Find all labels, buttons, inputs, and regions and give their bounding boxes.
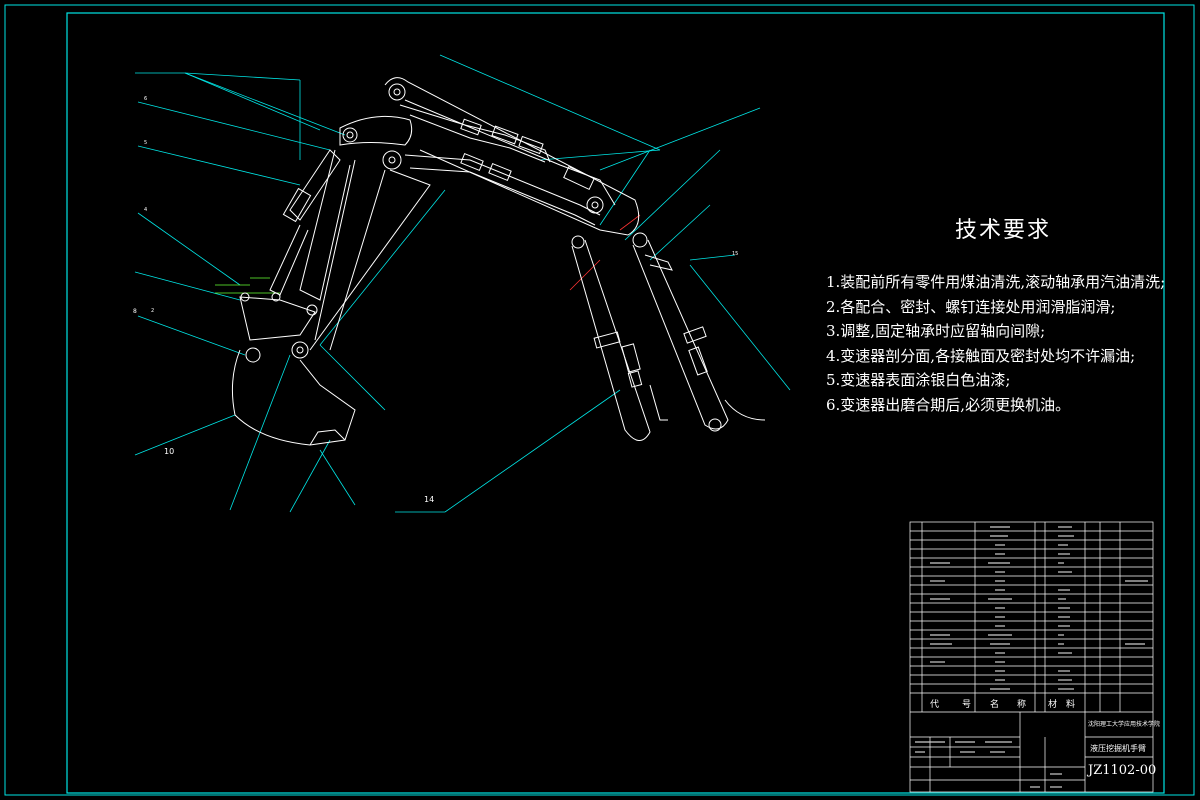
title-block-col-material-2: 料 — [1066, 700, 1076, 710]
title-block-cell-marks — [915, 526, 1148, 788]
tech-requirement-item: 3.调整,固定轴承时应留轴向间隙; — [826, 322, 1046, 340]
part-label-10: 10 — [164, 447, 175, 456]
part-label-6: 6 — [144, 96, 148, 102]
part-label-2: 2 — [151, 308, 155, 314]
excavator-arm-drawing — [231, 77, 766, 446]
tech-requirement-item: 2.各配合、密封、螺钉连接处用润滑脂润滑; — [826, 297, 1116, 316]
tech-requirement-item: 5.变速器表面涂银白色油漆; — [826, 371, 1011, 389]
part-label-15: 15 — [732, 251, 739, 257]
inner-frame — [66, 12, 1165, 794]
red-center-lines — [569, 214, 641, 291]
part-label-14: 14 — [424, 495, 435, 504]
tech-requirement-item: 1.装配前所有零件用煤油清洗,滚动轴承用汽油清洗; — [826, 273, 1166, 291]
title-block-col-code-1: 代 — [930, 700, 940, 710]
title-block-col-code-2: 号 — [962, 700, 972, 710]
title-block-col-name-1: 名 — [990, 700, 1000, 710]
outer-frame — [4, 4, 1195, 796]
title-block-school: 沈阳理工大学应用技术学院 — [1088, 721, 1161, 728]
part-label-5: 5 — [144, 140, 148, 146]
title-block-col-name-2: 称 — [1017, 700, 1027, 710]
title-block-drawing-number: JZ1102-00 — [1088, 763, 1157, 778]
title-block-col-material-1: 材 — [1048, 700, 1058, 710]
part-label-4: 4 — [144, 207, 148, 213]
leader-lines — [134, 54, 791, 513]
title-block-drawing-name: 液压挖掘机手臂 — [1090, 744, 1146, 753]
tech-requirements-list: 1.装配前所有零件用煤油清洗,滚动轴承用汽油清洗; 2.各配合、密封、螺钉连接处… — [826, 270, 1165, 417]
part-label-8: 8 — [133, 308, 137, 315]
green-dimension-marks — [215, 277, 280, 294]
tech-requirement-item: 4.变速器剖分面,各接触面及密封处均不许漏油; — [826, 346, 1136, 365]
tech-requirements-title: 技术要求 — [955, 218, 1052, 243]
title-block-grid — [909, 521, 1154, 793]
tech-requirement-item: 6.变速器出磨合期后,必须更换机油。 — [826, 395, 1071, 414]
